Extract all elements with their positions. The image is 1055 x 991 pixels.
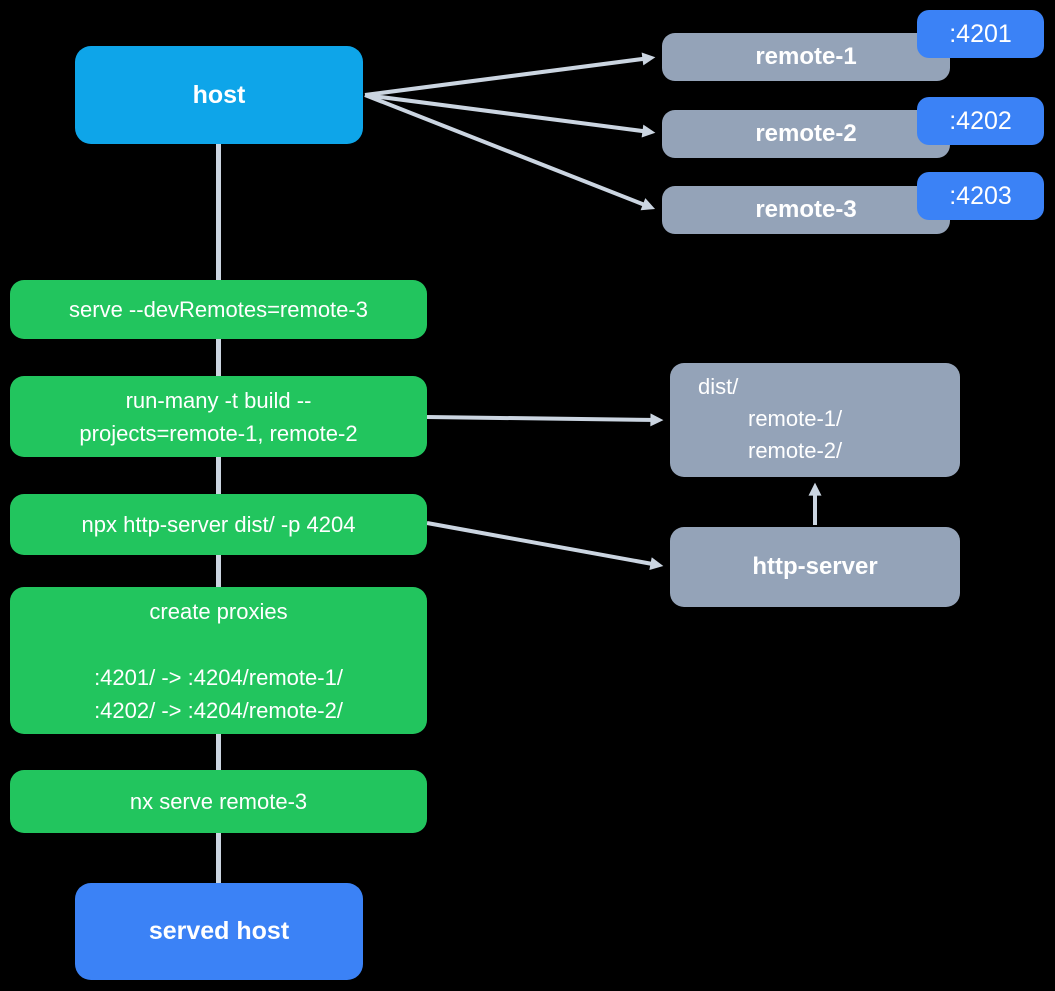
proxy-rule-1: :4201/ -> :4204/remote-1/ <box>94 664 343 690</box>
step-create-proxies-box: create proxies :4201/ -> :4204/remote-1/… <box>10 587 427 734</box>
port-badge-4203: :4203 <box>917 172 1044 220</box>
step-build-box: run-many -t build -- projects=remote-1, … <box>10 376 427 457</box>
step-http-server-cmd-label: npx http-server dist/ -p 4204 <box>81 512 356 537</box>
host-box: host <box>75 46 363 144</box>
arrow-host-to-remote-1 <box>364 52 656 97</box>
dist-entry-remote-2: remote-2/ <box>748 438 843 463</box>
remote-3-box: remote-3 <box>662 186 950 234</box>
http-server-label: http-server <box>752 553 878 580</box>
port-4201-label: :4201 <box>949 19 1012 48</box>
arrow-host-to-remote-2 <box>364 93 656 138</box>
dist-title: dist/ <box>698 374 739 399</box>
remote-2-label: remote-2 <box>755 120 857 147</box>
step-http-server-cmd-box: npx http-server dist/ -p 4204 <box>10 494 427 555</box>
step-serve-label: serve --devRemotes=remote-3 <box>69 297 368 322</box>
remote-3-label: remote-3 <box>755 196 857 223</box>
step-serve-box: serve --devRemotes=remote-3 <box>10 280 427 339</box>
port-4203-label: :4203 <box>949 181 1012 210</box>
remote-2-box: remote-2 <box>662 110 950 158</box>
arrow-host-to-remote-3 <box>364 93 656 211</box>
dist-box: dist/ remote-1/ remote-2/ <box>670 363 960 477</box>
step-build-line-2: projects=remote-1, remote-2 <box>79 420 358 446</box>
port-badge-4201: :4201 <box>917 10 1044 58</box>
port-4202-label: :4202 <box>949 106 1012 135</box>
step-build-line-1: run-many -t build -- <box>125 387 312 413</box>
served-host-box: served host <box>75 883 363 980</box>
arrow-build-to-dist <box>426 413 664 427</box>
arrow-httpcmd-to-httpserver <box>426 521 664 571</box>
remote-1-label: remote-1 <box>755 43 857 70</box>
create-proxies-title: create proxies <box>149 598 288 624</box>
http-server-box: http-server <box>670 527 960 607</box>
step-serve-remote-3-label: nx serve remote-3 <box>129 789 308 814</box>
served-host-label: served host <box>148 917 290 945</box>
port-badge-4202: :4202 <box>917 97 1044 145</box>
remote-1-box: remote-1 <box>662 33 950 81</box>
proxy-rule-2: :4202/ -> :4204/remote-2/ <box>94 697 343 723</box>
host-label: host <box>192 80 246 109</box>
dist-entry-remote-1: remote-1/ <box>748 406 843 431</box>
step-serve-remote-3-box: nx serve remote-3 <box>10 770 427 833</box>
